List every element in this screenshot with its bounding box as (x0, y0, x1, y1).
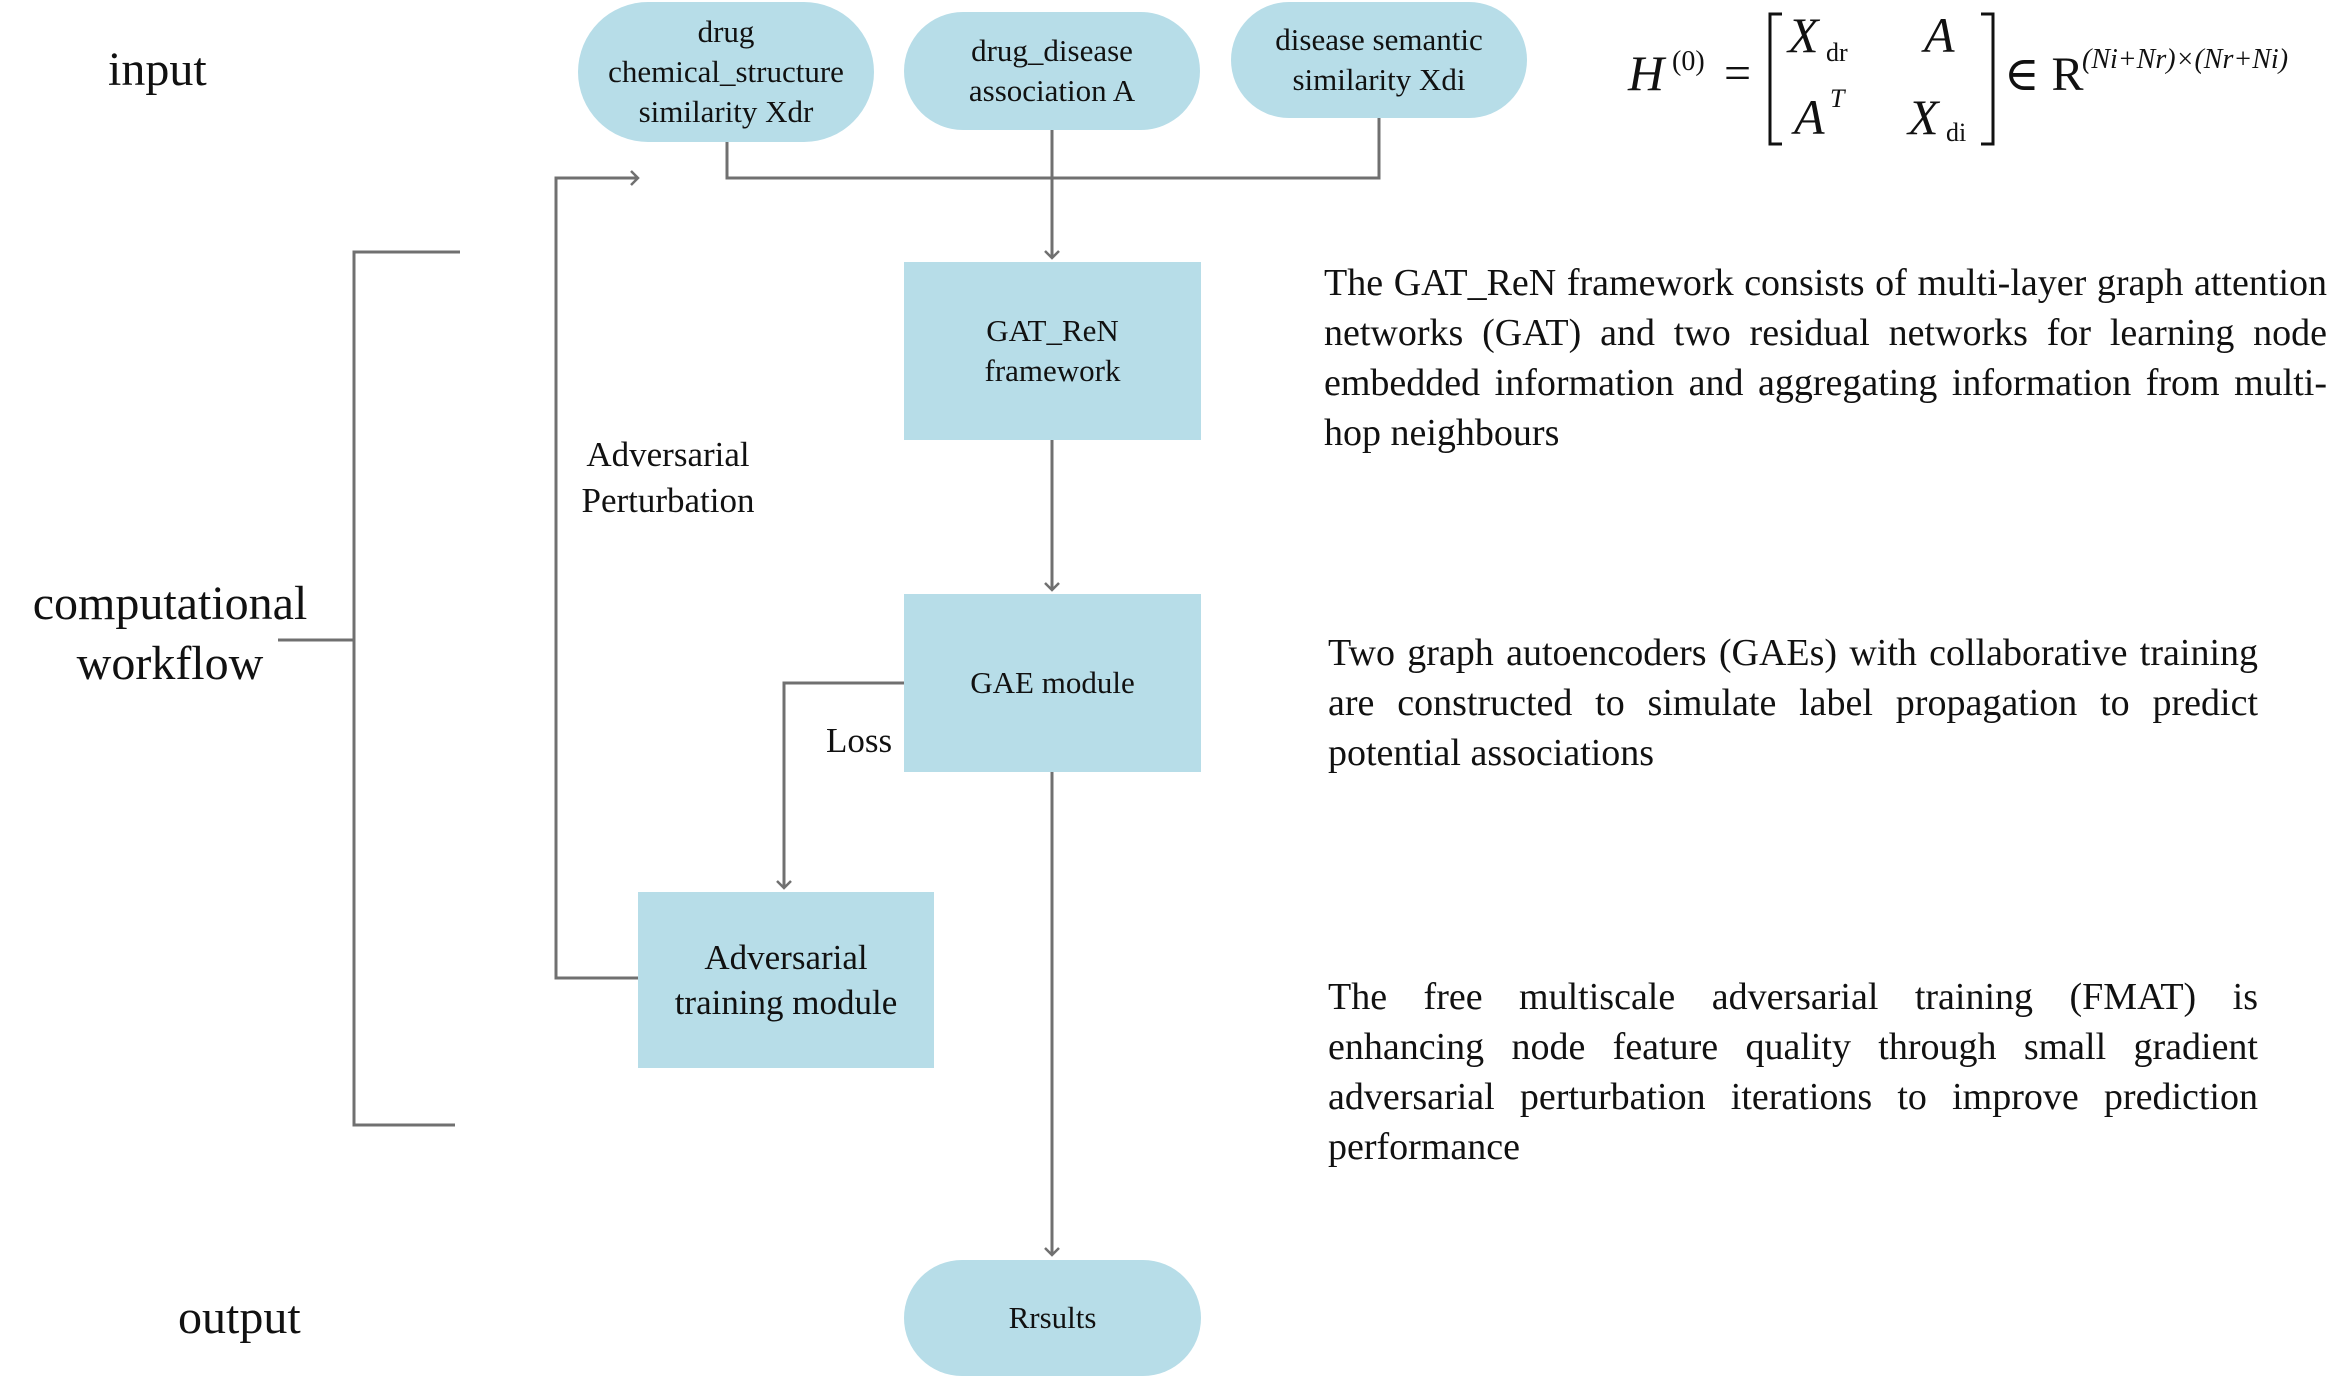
formula-m22: X (1908, 89, 1939, 145)
node-gae-module: GAE module (904, 594, 1201, 772)
workflow-bracket (352, 250, 460, 1127)
matrix-left-bracket (1768, 12, 1782, 146)
formula-element-of: ∈ R (2004, 48, 2084, 101)
description-gat-ren: The GAT_ReN framework consists of multi-… (1324, 262, 2327, 454)
formula-m12: A (1924, 7, 1955, 63)
node-disease-similarity-text: disease semantic similarity Xdi (1275, 22, 1483, 97)
edge-drug-similarity-merge (725, 142, 1052, 180)
edge-loss (776, 681, 904, 890)
formula-dimension: (Ni+Nr)×(Nr+Ni) (2082, 44, 2289, 75)
node-results: Rrsults (904, 1260, 1201, 1376)
formula-m21: A (1794, 89, 1825, 145)
node-gat-ren-text: GAT_ReN framework (984, 313, 1121, 388)
node-drug-similarity-text: drug chemical_structure similarity Xdr (608, 14, 844, 129)
node-association-text: drug_disease association A (968, 33, 1136, 108)
formula-m22-sub: di (1946, 118, 1967, 147)
formula-lhs-sup: (0) (1672, 46, 1705, 77)
node-drug-disease-association: drug_disease association A (904, 12, 1200, 130)
label-input: input (108, 43, 207, 96)
edge-perturbation-loop (554, 170, 640, 980)
formula-m11: X (1788, 7, 1819, 63)
description-gae: Two graph autoencoders (GAEs) with colla… (1328, 632, 2258, 774)
node-adversarial-text: Adversarial training module (674, 938, 898, 1022)
description-fmat: The free multiscale adversarial training… (1328, 976, 2258, 1168)
edge-disease-similarity-merge (1052, 118, 1381, 180)
node-results-text: Rrsults (1008, 1300, 1097, 1335)
formula-lhs: H (1628, 45, 1665, 101)
node-gat-ren-framework: GAT_ReN framework (904, 262, 1201, 440)
formula-m11-sub: dr (1826, 38, 1848, 67)
matrix-right-bracket (1981, 12, 1995, 146)
node-gae-text: GAE module (970, 665, 1135, 700)
node-adversarial-training-module: Adversarial training module (638, 892, 934, 1068)
label-loss: Loss (826, 721, 893, 760)
formula-equals: = (1724, 47, 1752, 100)
label-computational-workflow: computational workflow (32, 577, 308, 690)
formula-m21-sup: T (1830, 84, 1845, 113)
node-drug-chemical-structure-similarity: drug chemical_structure similarity Xdr (578, 2, 874, 142)
label-adversarial-perturbation: Adversarial Perturbation (581, 435, 755, 520)
node-disease-semantic-similarity: disease semantic similarity Xdi (1231, 2, 1527, 118)
label-output: output (178, 1291, 301, 1344)
